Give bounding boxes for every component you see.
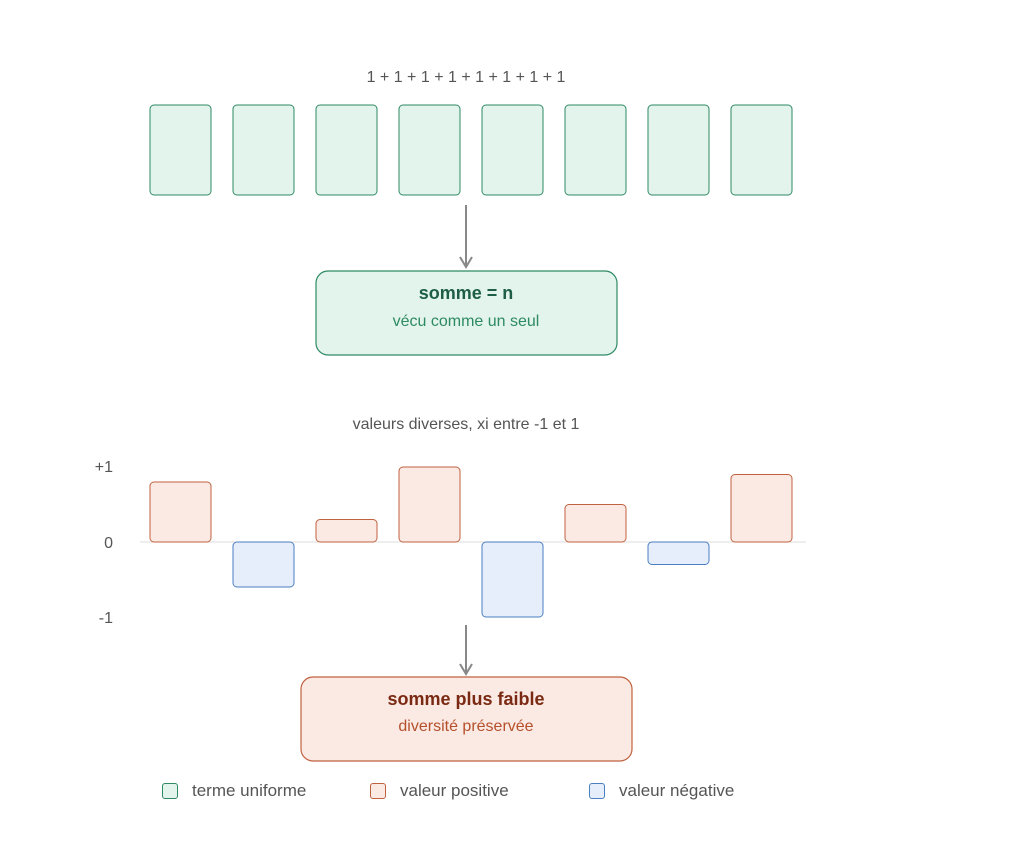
uniform-term-box [315,104,378,196]
bottom-arrow-head [459,663,473,676]
legend-swatch-uniform [162,783,178,799]
legend-item-positive: valeur positive [370,778,509,804]
legend-swatch-positive [370,783,386,799]
diverse-sum-title: somme plus faible [387,689,544,709]
legend: terme uniforme valeur positive valeur né… [0,778,1024,804]
legend-label-uniform: terme uniforme [192,781,307,800]
uniform-term-box [564,104,627,196]
axis-label-zero: 0 [104,535,113,552]
legend-item-uniform: terme uniforme [162,778,306,804]
uniform-term-box [398,104,461,196]
uniform-term-box [232,104,295,196]
legend-label-positive: valeur positive [400,781,509,800]
legend-item-negative: valeur négative [589,778,734,804]
positive-value-bar [398,466,461,543]
negative-value-bar [481,541,544,618]
value-bars [149,466,793,618]
legend-label-negative: valeur négative [619,781,735,800]
positive-value-bar [315,519,378,543]
top-arrow-head [459,256,473,269]
uniform-term-box [149,104,212,196]
positive-value-bar [730,474,793,543]
uniform-terms [149,104,793,196]
diverse-values-caption: valeurs diverses, xi entre -1 et 1 [353,416,580,433]
legend-swatch-negative [589,783,605,799]
diverse-sum-box [300,676,633,762]
diverse-sum-subtitle: diversité préservée [398,718,533,735]
negative-value-bar [232,541,295,588]
uniform-term-box [730,104,793,196]
positive-value-bar [149,481,212,543]
uniform-sum-title: somme = n [419,283,514,303]
uniform-sum-formula: 1 + 1 + 1 + 1 + 1 + 1 + 1 + 1 [367,69,566,86]
axis-label-minus-one: -1 [99,610,113,627]
axis-label-plus-one: +1 [95,459,113,476]
uniform-sum-box [315,270,618,356]
uniform-term-box [647,104,710,196]
positive-value-bar [564,504,627,543]
uniform-sum-subtitle: vécu comme un seul [393,313,540,330]
uniform-term-box [481,104,544,196]
negative-value-bar [647,541,710,565]
